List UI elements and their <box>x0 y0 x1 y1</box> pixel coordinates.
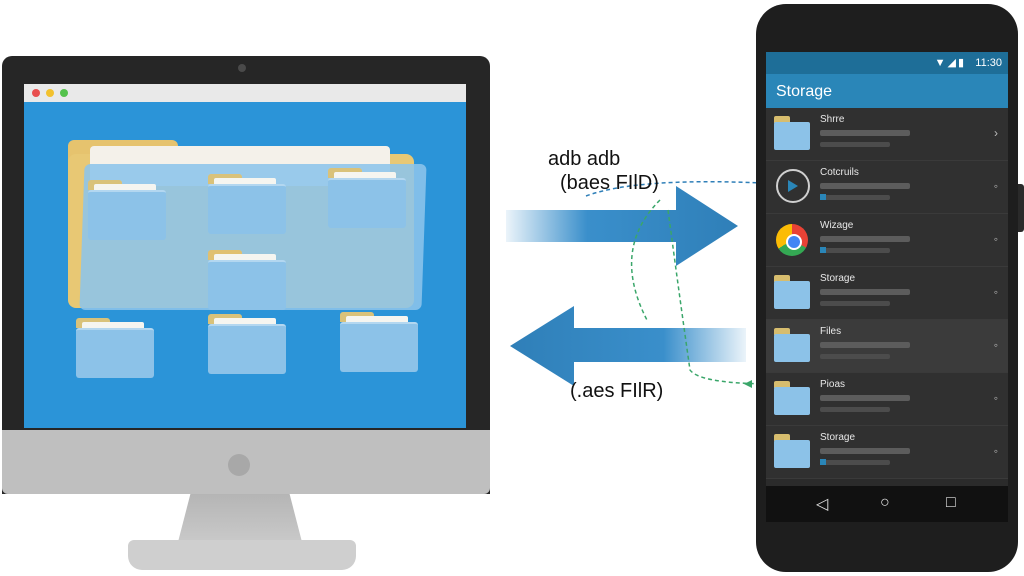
arrow-right-icon <box>506 186 738 266</box>
monitor-chin <box>2 430 490 494</box>
close-dot-icon[interactable] <box>32 89 40 97</box>
dashed-blue-connector <box>585 180 783 197</box>
folder-icon <box>774 275 814 311</box>
app-title: Storage <box>776 83 833 100</box>
phone-screen: ▼◢▮ 11:30 Storage Shrre › Cotcruils ◦ Wi… <box>766 52 1008 522</box>
phone-side-button[interactable] <box>1018 184 1024 232</box>
folder-icon[interactable] <box>208 314 286 374</box>
item-name: Shrre <box>820 114 845 125</box>
folder-icon <box>774 328 814 364</box>
folder-icon <box>774 116 814 152</box>
power-button <box>228 454 250 476</box>
overflow-icon[interactable]: ◦ <box>993 338 998 352</box>
webcam <box>238 64 246 72</box>
item-name: Storage <box>820 273 856 284</box>
maximize-dot-icon[interactable] <box>60 89 68 97</box>
top-label-line2: (baes FIlD) <box>560 172 659 194</box>
overflow-icon[interactable]: ◦ <box>993 391 998 405</box>
item-name: Pioas <box>820 379 846 390</box>
top-label-line1: adb adb <box>548 148 621 170</box>
status-time: 11:30 <box>975 57 1002 69</box>
folder-icon <box>774 434 814 470</box>
desktop-screen <box>24 84 466 428</box>
item-name: Cotcruils <box>820 167 859 178</box>
home-icon[interactable]: ○ <box>880 494 890 511</box>
back-icon[interactable]: ◁ <box>816 496 829 513</box>
folder-icon[interactable] <box>208 250 286 310</box>
overflow-icon[interactable]: ◦ <box>993 444 998 458</box>
folder-icon[interactable] <box>88 180 166 240</box>
folder-icon[interactable] <box>76 318 154 378</box>
app-icon <box>776 224 808 256</box>
item-name: Wizage <box>820 220 854 231</box>
list-item[interactable]: Storage ◦ <box>766 426 1008 479</box>
list-item[interactable]: Wizage ◦ <box>766 214 1008 267</box>
list-item[interactable]: Storage ◦ <box>766 267 1008 320</box>
media-icon <box>776 169 810 203</box>
folder-icon[interactable] <box>340 312 418 372</box>
overflow-icon[interactable]: ◦ <box>993 232 998 246</box>
recents-icon[interactable]: □ <box>946 494 956 511</box>
arrow-left-icon <box>510 306 746 386</box>
list-item[interactable]: Shrre › <box>766 108 1008 161</box>
folder-icon[interactable] <box>328 168 406 228</box>
signal-wifi-battery-icon: ▼◢▮ <box>934 57 966 69</box>
folder-icon <box>774 381 814 417</box>
storage-list: Shrre › Cotcruils ◦ Wizage ◦ Storage ◦ <box>766 108 1008 479</box>
status-bar: ▼◢▮ 11:30 <box>766 52 1008 74</box>
app-bar: Storage <box>766 74 1008 108</box>
nav-bar: ◁ ○ □ <box>766 486 1008 522</box>
android-phone: ▼◢▮ 11:30 Storage Shrre › Cotcruils ◦ Wi… <box>756 4 1024 572</box>
folder-icon[interactable] <box>208 174 286 234</box>
window-titlebar <box>24 84 466 102</box>
minimize-dot-icon[interactable] <box>46 89 54 97</box>
list-item[interactable]: Cotcruils ◦ <box>766 161 1008 214</box>
chevron-right-icon[interactable]: › <box>994 126 998 140</box>
bottom-label: (.aes FIlR) <box>570 380 664 402</box>
item-name: Files <box>820 326 842 337</box>
list-item[interactable]: Pioas ◦ <box>766 373 1008 426</box>
monitor-stand-base <box>128 540 356 570</box>
overflow-icon[interactable]: ◦ <box>993 285 998 299</box>
overflow-icon[interactable]: ◦ <box>993 179 998 193</box>
monitor-stand <box>178 494 302 542</box>
item-name: Storage <box>820 432 856 443</box>
list-item[interactable]: Files ◦ <box>766 320 1008 373</box>
